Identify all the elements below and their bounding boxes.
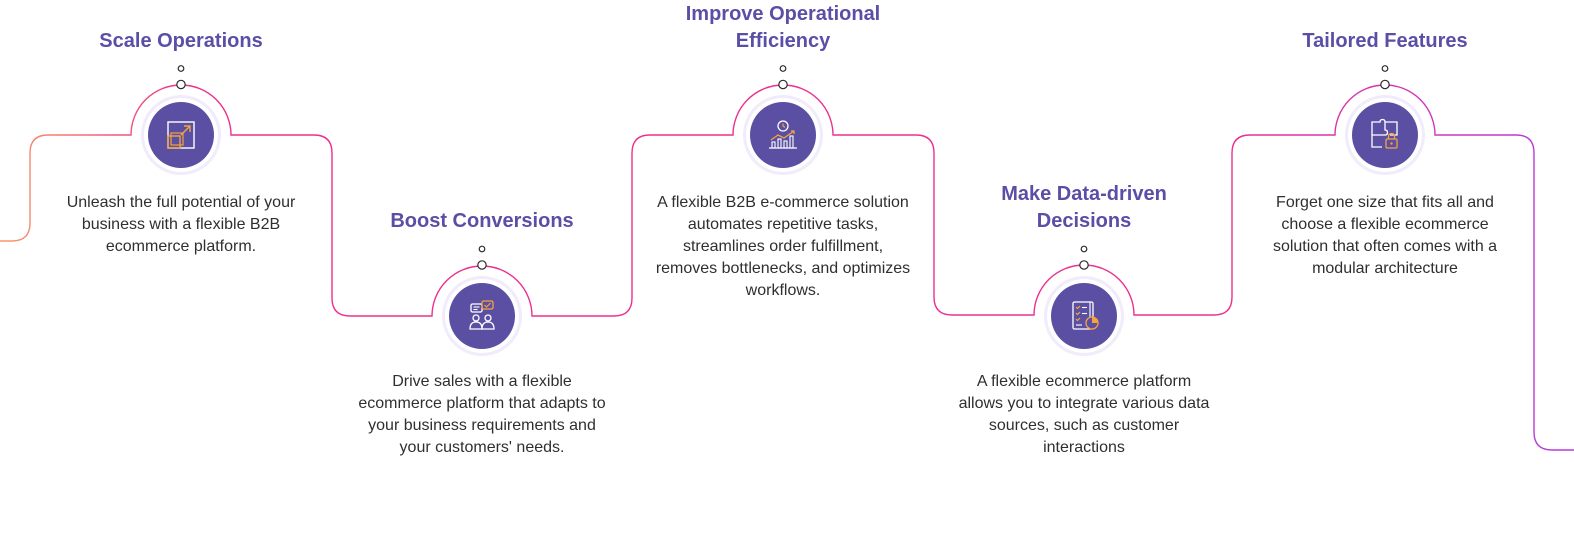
step-title: Scale Operations xyxy=(99,30,263,52)
step-boost-conversions: Boost Conversions Drive sales with a fle… xyxy=(352,0,612,500)
puzzle-lock-icon xyxy=(1352,102,1418,168)
step-title: Make Data-driven Decisions xyxy=(1001,183,1167,232)
step-make-data-driven-decisions: Make Data-driven Decisions A flexible ec… xyxy=(954,0,1214,470)
step-description: A flexible B2B e-commerce solution autom… xyxy=(655,194,911,299)
step-improve-operational-efficiency: Improve Operational Efficiency A flexibl… xyxy=(653,0,913,340)
report-chart-icon xyxy=(1051,283,1117,349)
step-description: Unleash the full potential of your busin… xyxy=(66,194,296,255)
step-title: Tailored Features xyxy=(1302,30,1468,52)
step-title: Improve Operational Efficiency xyxy=(685,3,881,52)
step-scale-operations: Scale Operations Unleash the full potent… xyxy=(51,0,311,300)
step-tailored-features: Tailored Features Forget one size that f… xyxy=(1255,0,1515,300)
step-title: Boost Conversions xyxy=(390,210,574,232)
step-description: Drive sales with a flexible ecommerce pl… xyxy=(358,373,606,456)
scale-expand-icon xyxy=(148,102,214,168)
step-description: A flexible ecommerce platform allows you… xyxy=(958,373,1210,456)
clock-chart-icon xyxy=(750,102,816,168)
users-chat-icon xyxy=(449,283,515,349)
step-description: Forget one size that fits all and choose… xyxy=(1272,194,1498,277)
